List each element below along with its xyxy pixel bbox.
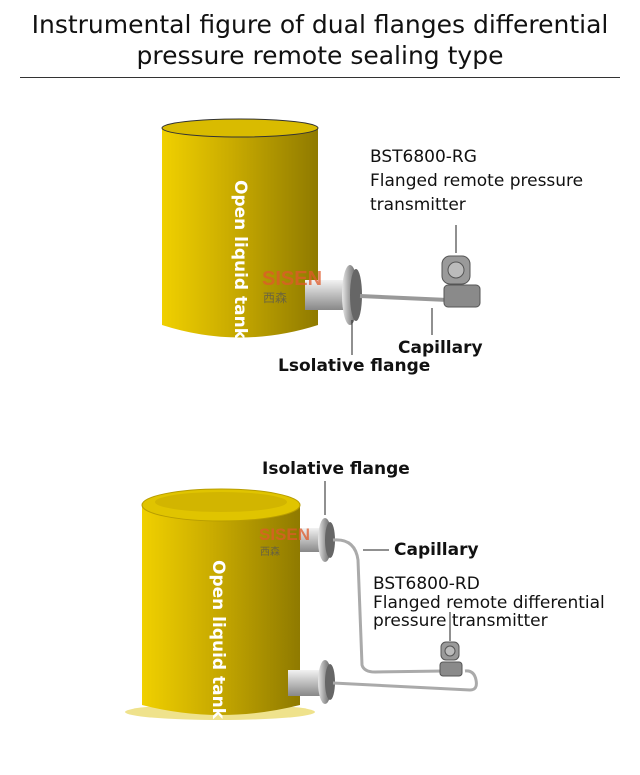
title-divider xyxy=(20,77,620,78)
title-line-1: Instrumental figure of dual flanges diff… xyxy=(31,10,609,39)
svg-text:西森: 西森 xyxy=(260,545,280,558)
flange-label-1: Lsolative flange xyxy=(278,356,431,376)
tank-2 xyxy=(125,488,315,720)
leader-lines-2 xyxy=(324,481,451,641)
title-line-2: pressure remote sealing type xyxy=(136,41,504,70)
capillary-label-2: Capillary xyxy=(394,540,479,560)
transmitter-2 xyxy=(439,641,463,677)
svg-text:SISEN: SISEN xyxy=(262,268,322,290)
capillary-2 xyxy=(332,538,478,692)
capillary-1 xyxy=(359,294,449,302)
svg-text:西森: 西森 xyxy=(263,290,287,305)
tank-1 xyxy=(161,118,319,338)
description-label-2b: pressure transmitter xyxy=(373,611,548,631)
description-label-1b: transmitter xyxy=(370,195,466,215)
watermark-logo-1: SISEN 西森 xyxy=(262,268,322,305)
model-label-1: BST6800-RG xyxy=(370,147,477,167)
tank-label-1: Open liquid tank xyxy=(230,180,250,340)
leader-lines-1 xyxy=(351,225,457,355)
tank-label-2: Open liquid tank xyxy=(208,560,228,720)
flange-label-2: Isolative flange xyxy=(262,459,410,479)
capillary-label-1: Capillary xyxy=(398,338,483,358)
svg-text:SISEN: SISEN xyxy=(259,525,310,544)
watermark-logo-2: SISEN 西森 xyxy=(259,525,310,558)
isolative-flange-bottom xyxy=(288,660,335,704)
isolative-flange-1 xyxy=(305,265,362,325)
description-label-1a: Flanged remote pressure xyxy=(370,171,584,191)
model-label-2: BST6800-RD xyxy=(373,574,480,594)
transmitter-1 xyxy=(441,255,481,308)
description-label-2a: Flanged remote differential xyxy=(373,593,605,613)
isolative-flange-top xyxy=(300,518,335,562)
